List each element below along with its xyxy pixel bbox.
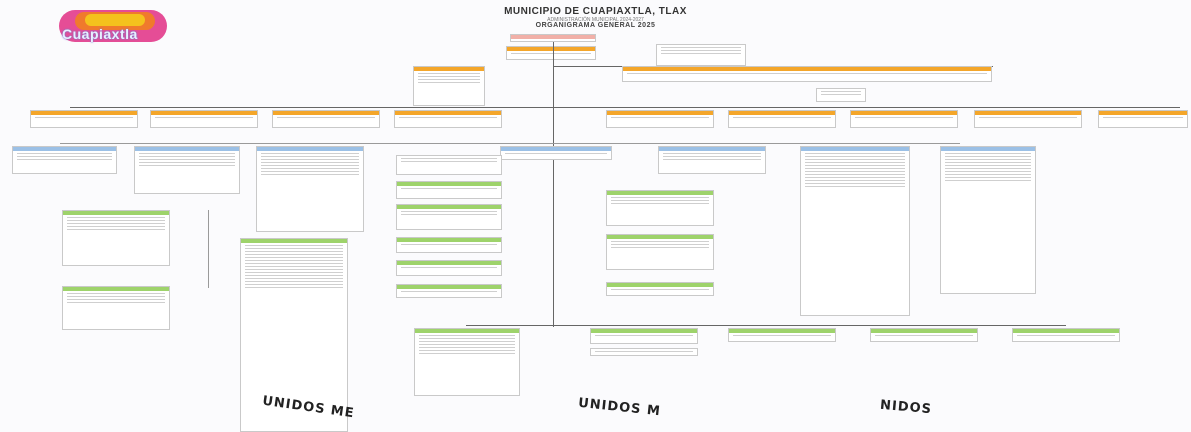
unit-box-cl-2 xyxy=(396,181,502,199)
dept-box-2 xyxy=(134,146,240,194)
director-box-4 xyxy=(394,110,502,128)
unit-box-cr-1 xyxy=(606,190,714,226)
unit-box-cl-3 xyxy=(396,204,502,230)
dept-box-spine xyxy=(500,146,612,160)
bottom-box-5 xyxy=(1012,328,1120,342)
org-box-top xyxy=(510,34,596,42)
bottom-box-2 xyxy=(590,328,698,344)
bottom-box-2b xyxy=(590,348,698,356)
bottom-box-4 xyxy=(870,328,978,342)
unit-box-cr-2 xyxy=(606,234,714,270)
dept-box-3 xyxy=(256,146,364,232)
bottom-box-3 xyxy=(728,328,836,342)
director-box-2 xyxy=(150,110,258,128)
director-box-8 xyxy=(974,110,1082,128)
org-chart-title: ORGANIGRAMA GENERAL 2025 xyxy=(535,22,656,29)
municipality-title: MUNICIPIO DE CUAPIAXTLA, TLAX xyxy=(504,6,687,17)
directors-row-line xyxy=(70,107,1180,108)
unit-box-cl-6 xyxy=(396,284,502,298)
departments-row-line xyxy=(60,143,960,144)
unit-box-cl-4 xyxy=(396,237,502,253)
bottom-row-line xyxy=(466,325,1066,326)
director-box-6 xyxy=(728,110,836,128)
dept-box-5 xyxy=(658,146,766,174)
director-box-5 xyxy=(606,110,714,128)
director-box-3 xyxy=(272,110,380,128)
dept-box-1 xyxy=(12,146,117,174)
stamp-fragment-3: NIDOS xyxy=(879,397,933,418)
org-box-advisory xyxy=(656,44,746,66)
unit-box-cr-3 xyxy=(606,282,714,296)
org-box-aux-left xyxy=(413,66,485,106)
spine-line xyxy=(553,42,554,327)
cuapiaxtla-logo xyxy=(59,10,167,42)
unit-box-cl-5 xyxy=(396,260,502,276)
director-box-9 xyxy=(1098,110,1188,128)
org-box-regidores xyxy=(622,66,992,82)
org-box-secretary xyxy=(506,46,596,60)
director-box-1 xyxy=(30,110,138,128)
left-cluster-connector xyxy=(208,210,209,288)
dept-box-6 xyxy=(800,146,910,316)
org-box-regidores-sub xyxy=(816,88,866,102)
administration-subtitle: ADMINISTRACIÓN MUNICIPAL 2024-2027 xyxy=(547,17,644,23)
dept-box-7 xyxy=(940,146,1036,294)
logo-text: Cuapiaxtla xyxy=(62,26,138,42)
unit-box-left-2 xyxy=(62,286,170,330)
stamp-fragment-2: UNIDOS M xyxy=(577,395,662,420)
bottom-box-1 xyxy=(414,328,520,396)
director-box-7 xyxy=(850,110,958,128)
unit-box-left-1 xyxy=(62,210,170,266)
unit-box-cl-1 xyxy=(396,155,502,175)
